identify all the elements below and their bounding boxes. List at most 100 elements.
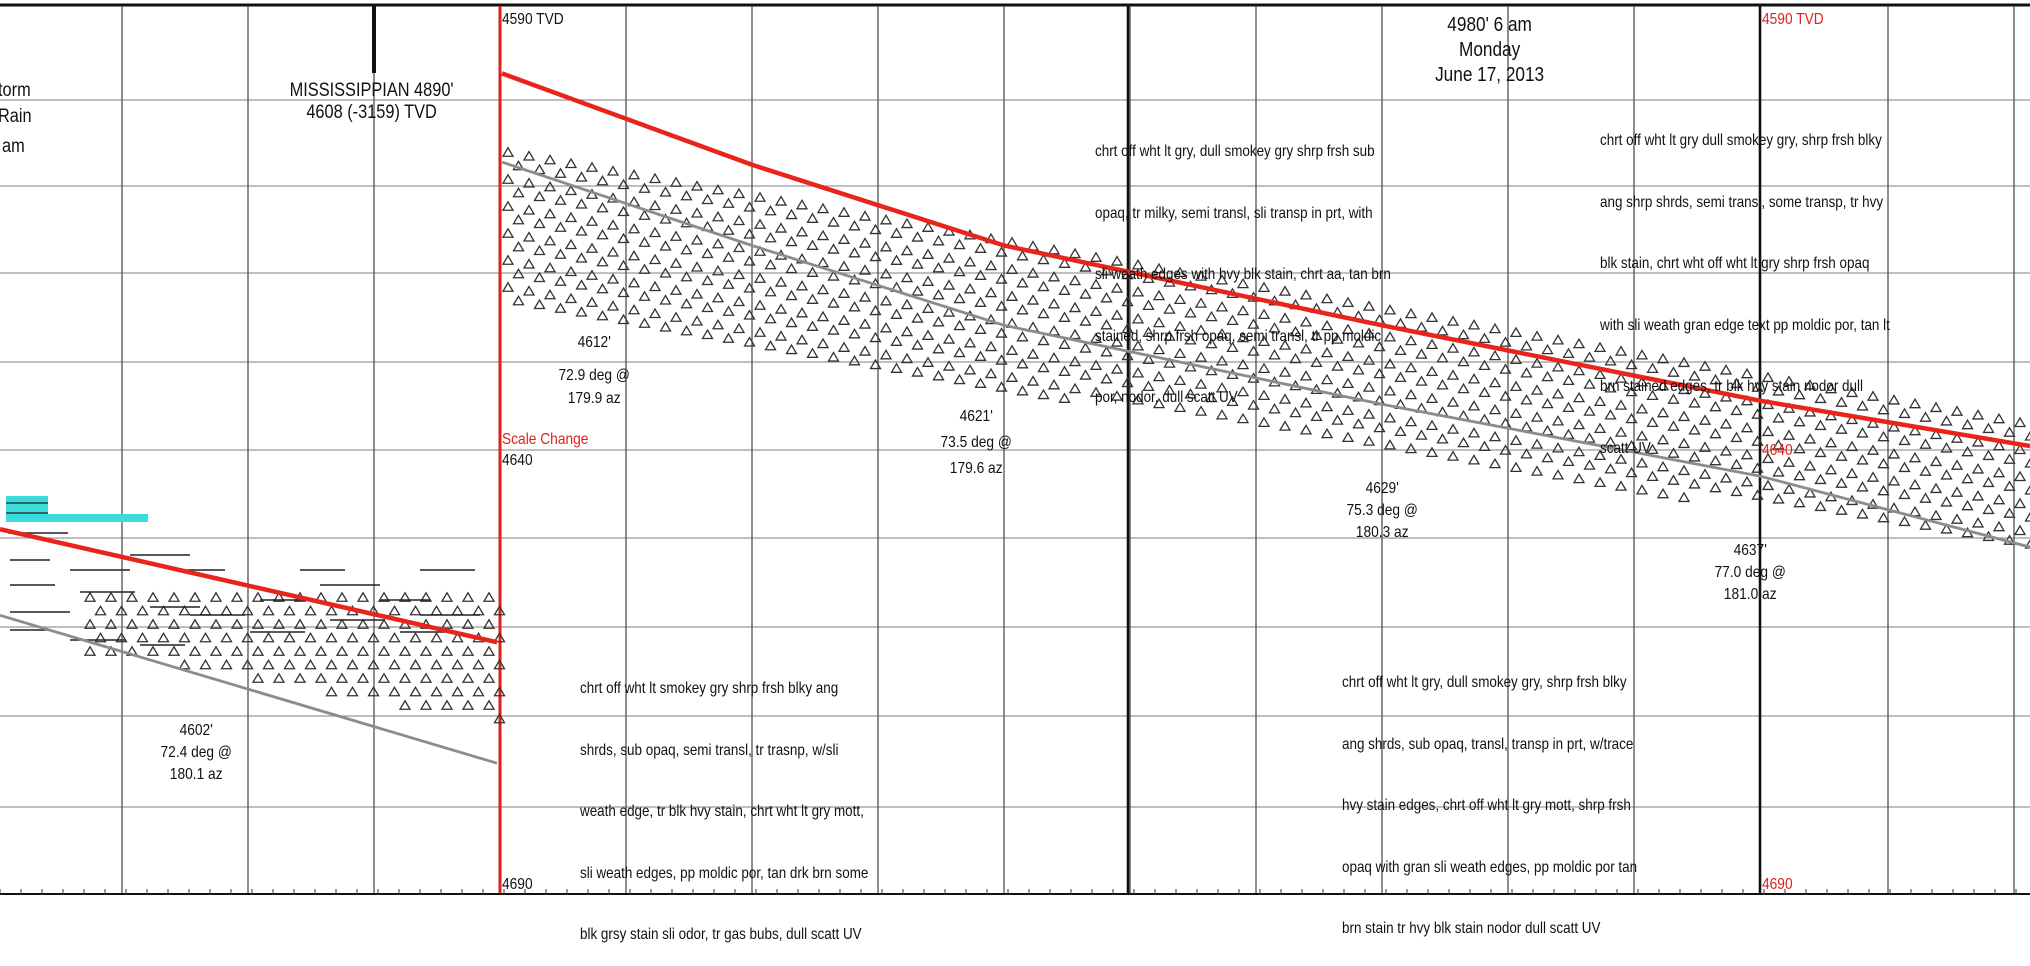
chert-symbol bbox=[1984, 478, 1994, 487]
chert-symbol bbox=[432, 660, 442, 669]
chert-symbol bbox=[1490, 324, 1500, 333]
chert-symbol bbox=[598, 311, 608, 320]
chert-symbol bbox=[976, 271, 986, 280]
survey-station: 4612' 72.9 deg @ 179.9 az bbox=[534, 326, 654, 415]
chert-symbol bbox=[1910, 399, 1920, 408]
chert-symbol bbox=[587, 244, 597, 253]
survey-station: 4637' 77.0 deg @ 181.0 az bbox=[1690, 540, 1810, 606]
chert-symbol bbox=[190, 647, 200, 656]
chert-symbol bbox=[1081, 317, 1091, 326]
chert-symbol bbox=[986, 288, 996, 297]
chert-symbol bbox=[484, 647, 494, 656]
chert-symbol bbox=[545, 236, 555, 245]
survey-azimuth: 180.1 az bbox=[136, 764, 256, 786]
chert-symbol bbox=[514, 296, 524, 305]
chert-symbol bbox=[1438, 434, 1448, 443]
chert-symbol bbox=[1081, 344, 1091, 353]
chert-symbol bbox=[965, 257, 975, 266]
chert-symbol bbox=[619, 234, 629, 243]
chert-symbol bbox=[997, 383, 1007, 392]
chert-symbol bbox=[661, 323, 671, 332]
tvd-marker-bottom-right: 4690 bbox=[1762, 874, 1793, 896]
chert-symbol bbox=[1963, 447, 1973, 456]
chert-symbol bbox=[1007, 265, 1017, 274]
chert-symbol bbox=[2015, 526, 2025, 535]
chert-symbol bbox=[1007, 346, 1017, 355]
chert-symbol bbox=[1501, 392, 1511, 401]
chert-symbol bbox=[545, 209, 555, 218]
chert-symbol bbox=[432, 633, 442, 642]
chert-symbol bbox=[839, 235, 849, 244]
chert-symbol bbox=[766, 341, 776, 350]
chert-symbol bbox=[1070, 303, 1080, 312]
chert-symbol bbox=[829, 218, 839, 227]
chert-symbol bbox=[1522, 395, 1532, 404]
chert-symbol bbox=[316, 647, 326, 656]
chert-symbol bbox=[1994, 522, 2004, 531]
chert-symbol bbox=[997, 356, 1007, 365]
chert-symbol bbox=[1049, 299, 1059, 308]
description-line: ang shrds, sub opaq, transl, transp in p… bbox=[1342, 735, 1637, 756]
survey-azimuth: 179.9 az bbox=[534, 382, 654, 415]
chert-symbol bbox=[934, 290, 944, 299]
chert-symbol bbox=[787, 264, 797, 273]
date-time-label: 4980' 6 am Monday June 17, 2013 bbox=[1395, 13, 1584, 88]
chert-symbol bbox=[2005, 455, 2015, 464]
left-partial-label-2: Rain bbox=[0, 106, 32, 128]
chert-symbol bbox=[2026, 431, 2030, 440]
chert-symbol bbox=[892, 229, 902, 238]
chert-symbol bbox=[348, 687, 358, 696]
chert-symbol bbox=[358, 647, 368, 656]
description-line: brn stained edges, tr blk hvy stain nodo… bbox=[1600, 377, 1890, 398]
chert-symbol bbox=[745, 338, 755, 347]
chert-symbol bbox=[734, 270, 744, 279]
chert-symbol bbox=[1543, 399, 1553, 408]
chert-symbol bbox=[776, 305, 786, 314]
chert-symbol bbox=[797, 227, 807, 236]
chert-symbol bbox=[159, 633, 169, 642]
left-partial-label-3: am bbox=[2, 136, 25, 158]
chert-symbol bbox=[734, 324, 744, 333]
chert-symbol bbox=[1921, 413, 1931, 422]
chert-symbol bbox=[2026, 512, 2030, 521]
chert-symbol bbox=[682, 326, 692, 335]
chert-symbol bbox=[1490, 459, 1500, 468]
chert-symbol bbox=[734, 189, 744, 198]
chert-symbol bbox=[566, 267, 576, 276]
chert-symbol bbox=[1690, 479, 1700, 488]
chert-symbol bbox=[944, 281, 954, 290]
chert-symbol bbox=[1018, 359, 1028, 368]
chert-symbol bbox=[222, 606, 232, 615]
chert-symbol bbox=[1543, 345, 1553, 354]
lithology-description: chrt off wht lt gry, dull smokey gry, sh… bbox=[1342, 632, 1637, 960]
chert-symbol bbox=[1018, 386, 1028, 395]
chert-symbol bbox=[169, 647, 179, 656]
chert-symbol bbox=[829, 326, 839, 335]
survey-station: 4629' 75.3 deg @ 180.3 az bbox=[1322, 478, 1442, 544]
chert-symbol bbox=[1406, 336, 1416, 345]
chert-symbol bbox=[1889, 449, 1899, 458]
chert-symbol bbox=[306, 633, 316, 642]
chert-symbol bbox=[442, 701, 452, 710]
chert-symbol bbox=[2026, 485, 2030, 494]
chert-symbol bbox=[400, 701, 410, 710]
chert-symbol bbox=[1039, 363, 1049, 372]
chert-symbol bbox=[556, 277, 566, 286]
chert-symbol bbox=[1448, 317, 1458, 326]
tvd-marker-top-left: 4590 TVD bbox=[502, 9, 564, 31]
chert-symbol bbox=[1900, 490, 1910, 499]
chert-symbol bbox=[1994, 468, 2004, 477]
chert-symbol bbox=[1532, 467, 1542, 476]
chert-symbol bbox=[432, 606, 442, 615]
chert-symbol bbox=[1039, 282, 1049, 291]
chert-symbol bbox=[818, 204, 828, 213]
chert-symbol bbox=[1427, 421, 1437, 430]
chert-symbol bbox=[671, 286, 681, 295]
chert-symbol bbox=[1984, 451, 1994, 460]
description-line: blk grsy stain sli odor, tr gas bubs, du… bbox=[580, 925, 868, 946]
chert-symbol bbox=[285, 633, 295, 642]
chert-symbol bbox=[535, 246, 545, 255]
chert-symbol bbox=[577, 200, 587, 209]
chert-symbol bbox=[682, 299, 692, 308]
chert-symbol bbox=[1963, 420, 1973, 429]
